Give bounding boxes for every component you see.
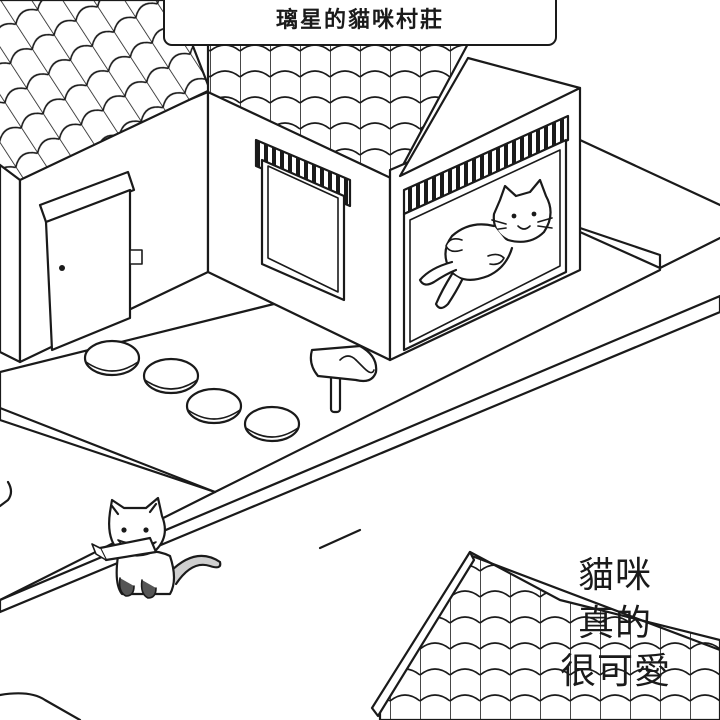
caption-line-1: 貓咪: [578, 555, 653, 596]
light-switch: [129, 249, 143, 265]
village-title: 璃星的貓咪村莊: [275, 8, 444, 33]
siamese-cat-eye-right: [143, 527, 149, 533]
mailbox-box: [309, 344, 378, 383]
lower-house: [370, 550, 720, 720]
shop-awning: [402, 114, 570, 216]
lounging-cat[interactable]: [418, 178, 553, 310]
middle-house: [206, 38, 472, 362]
caption-line-2: 真的: [578, 603, 653, 644]
lounging-cat-eye-right: [531, 211, 537, 217]
left-house-door[interactable]: [44, 188, 132, 352]
handwritten-caption: 貓咪 真的 很可愛: [560, 556, 710, 706]
stepping-stones: [83, 339, 301, 443]
title-banner: 璃星的貓咪村莊: [163, 0, 557, 46]
door-awning: [38, 170, 136, 224]
stone: [142, 357, 200, 395]
stone: [185, 387, 243, 425]
door-knob[interactable]: [59, 265, 65, 271]
left-house-roof: [0, 0, 212, 182]
siamese-cat-eye-left: [121, 527, 127, 533]
mailbox[interactable]: [309, 344, 378, 414]
stone: [83, 339, 141, 377]
siamese-cat-tail: [168, 554, 222, 586]
lounging-cat-eye-left: [511, 213, 517, 219]
siamese-cat[interactable]: [91, 496, 222, 599]
road-curb: [0, 294, 720, 614]
caption-line-3: 很可愛: [560, 651, 672, 692]
left-house: [0, 0, 212, 364]
stone: [243, 405, 301, 443]
